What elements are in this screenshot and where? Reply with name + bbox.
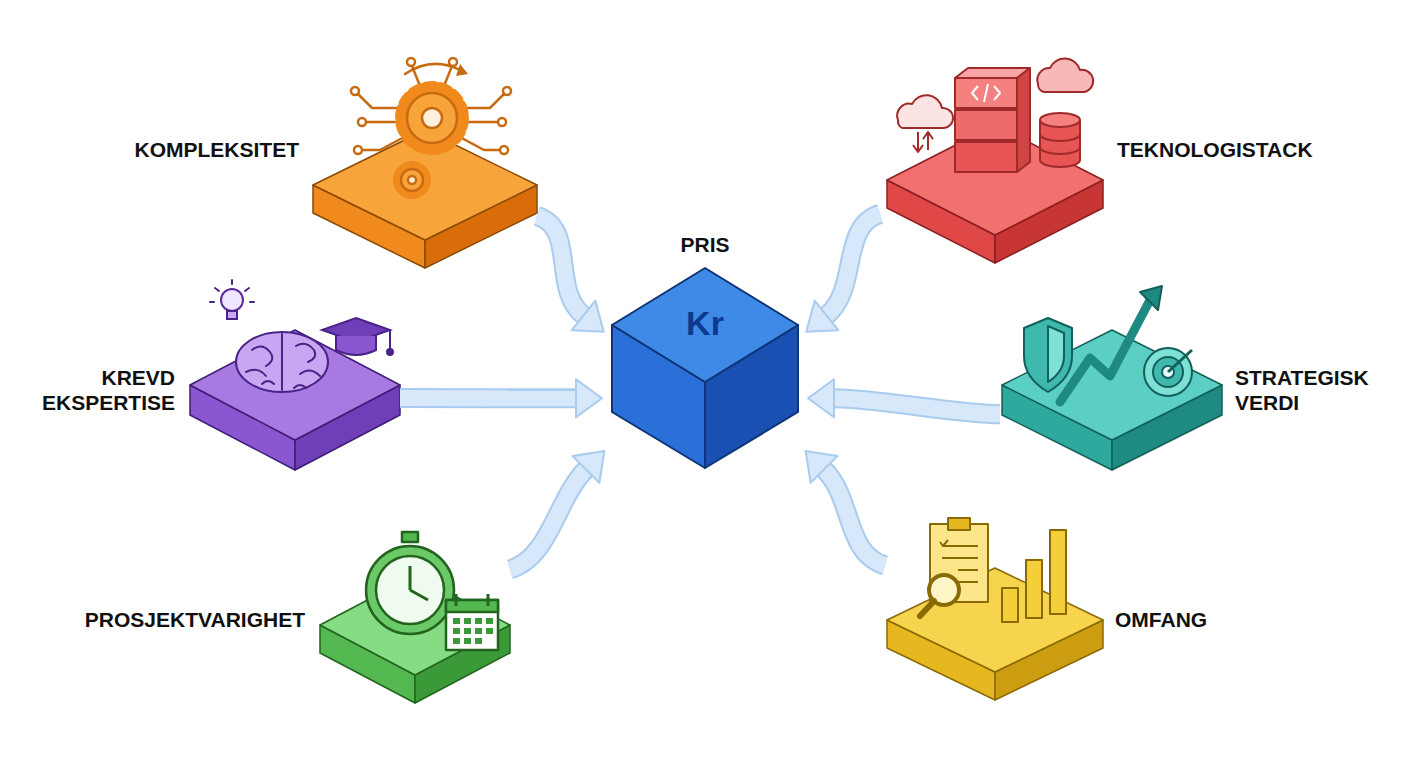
flow-arrow [806,451,885,565]
factor-node: KREVD EKSPERTISE [190,290,400,470]
factor-node: PRISKr [610,265,800,470]
factor-node: PROSJEKTVARIGHET [320,525,510,703]
price-cube [612,268,798,468]
factor-label: TEKNOLOGISTACK [1117,137,1313,162]
factor-label: PRIS [680,232,729,257]
factor-label: KREVD EKSPERTISE [15,365,175,415]
factor-label: KOMPLEKSITET [134,137,299,162]
currency-symbol: Kr [686,303,724,344]
scope-icon [920,518,1066,622]
factor-node: TEKNOLOGISTACK [880,40,1105,263]
factor-label: PROSJEKTVARIGHET [85,607,305,632]
expertise-tile [190,330,400,470]
stopwatch-icon [366,532,498,650]
factor-label: OMFANG [1115,607,1207,632]
flow-arrow [537,216,604,332]
strategy-icon [1024,286,1192,402]
scope-tile [887,568,1103,700]
server-stack-icon [897,58,1093,172]
flow-arrow [400,379,602,417]
flow-arrow [510,451,604,569]
factor-node: STRATEGISK VERDI [1000,285,1225,475]
brain-icon [210,280,393,392]
factor-label: STRATEGISK VERDI [1235,365,1400,415]
factor-node: OMFANG [885,505,1105,700]
gear-icon [351,58,511,195]
flow-arrow [806,214,880,332]
flow-arrow [808,379,1000,417]
factor-node: KOMPLEKSITET [313,60,537,268]
